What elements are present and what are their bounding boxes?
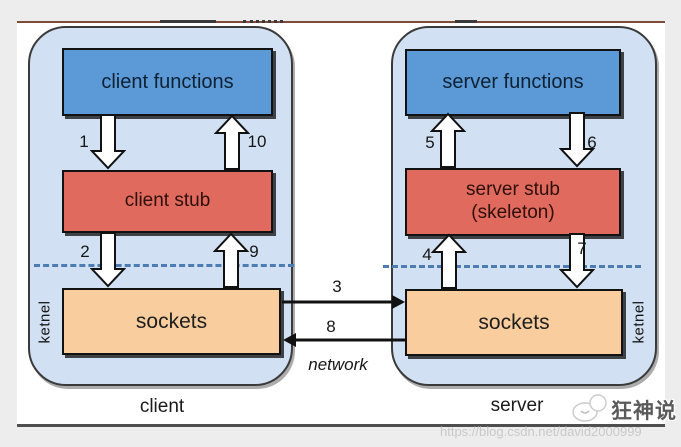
step-number-9: 9 <box>249 242 259 261</box>
step-number-4: 4 <box>422 245 432 264</box>
watermark-url-text: https://blog.csdn.net/david2000999 <box>440 424 642 439</box>
client-kernel-label: ketnel <box>36 300 54 344</box>
server-sockets-box: sockets <box>405 289 623 356</box>
clipped-content-artifact <box>243 20 283 23</box>
network-label: network <box>308 355 368 374</box>
clipped-content-artifact <box>160 20 216 23</box>
step-number-5: 5 <box>425 133 435 152</box>
server-stub-box: server stub (skeleton) <box>405 168 621 236</box>
step-number-3: 3 <box>332 277 342 296</box>
client-stub-label: client stub <box>124 190 211 212</box>
client-sockets-box: sockets <box>62 288 281 355</box>
server-kernel-boundary-dashed-line <box>383 265 641 268</box>
step-number-10: 10 <box>247 132 267 151</box>
client-functions-box: client functions <box>62 48 273 116</box>
arrow-down-step2-icon <box>90 232 126 288</box>
client-sockets-label: sockets <box>135 309 208 333</box>
client-functions-label: client functions <box>101 70 234 93</box>
arrow-up-step10-icon <box>214 114 250 170</box>
arrow-up-step5-icon <box>430 112 466 168</box>
arrow-up-step9-icon <box>213 232 249 288</box>
watermark-brand-text: 狂神说 <box>611 400 677 423</box>
server-sockets-label: sockets <box>478 310 550 334</box>
client-caption: client <box>139 396 185 417</box>
top-divider-line <box>17 21 665 23</box>
watermark-logo-icon <box>572 394 607 422</box>
server-functions-box: server functions <box>405 49 621 116</box>
server-kernel-label: ketnel <box>630 300 648 344</box>
arrow-down-step1-icon <box>90 114 126 170</box>
step-number-6: 6 <box>587 133 597 152</box>
step-number-7: 7 <box>577 239 587 258</box>
bottom-divider-line <box>17 424 665 427</box>
step-number-1: 1 <box>79 132 89 151</box>
arrow-down-step7-icon <box>559 233 595 289</box>
network-arrow-left-step8-icon <box>283 333 406 347</box>
clipped-content-artifact <box>455 20 477 23</box>
step-number-8: 8 <box>326 317 336 336</box>
server-caption: server <box>490 395 544 416</box>
client-stub-box: client stub <box>62 170 273 233</box>
client-kernel-boundary-dashed-line <box>34 264 294 267</box>
step-number-2: 2 <box>80 242 90 261</box>
network-arrow-right-step3-icon <box>282 295 405 309</box>
arrow-down-step6-icon <box>559 112 595 168</box>
server-stub-label-line2: (skeleton) <box>471 202 555 223</box>
arrow-up-step4-icon <box>431 233 467 289</box>
server-functions-label: server functions <box>442 71 584 93</box>
server-stub-label-line1: server stub <box>466 179 560 201</box>
